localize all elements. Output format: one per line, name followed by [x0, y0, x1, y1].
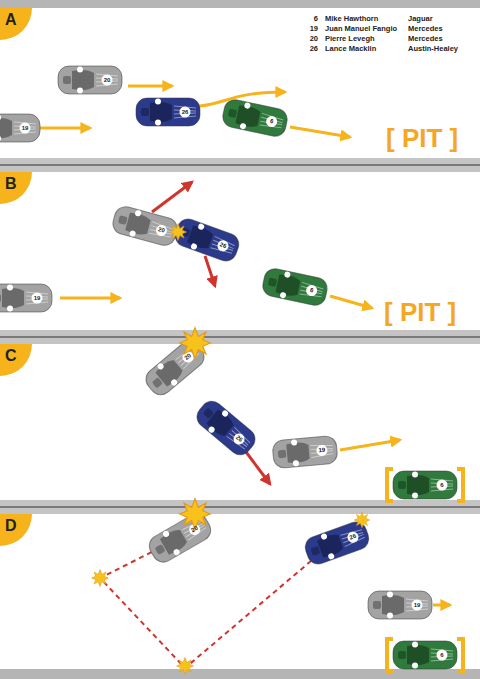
panel-letter: D: [5, 517, 17, 535]
car-number: 20: [190, 525, 199, 534]
pit-label: [ PIT ]: [386, 124, 458, 152]
car-number: 6: [309, 287, 314, 295]
panel-letter: C: [5, 347, 17, 365]
legend-cell: Mercedes: [408, 34, 443, 43]
car-number: 19: [22, 125, 29, 132]
car-number: 26: [349, 533, 358, 542]
legend-cell: Jaguar: [408, 14, 433, 23]
car-number: 26: [234, 434, 244, 444]
car-number: 20: [183, 352, 193, 362]
legend-cell: Austin-Healey: [408, 44, 458, 53]
panel-badge: D: [0, 514, 32, 546]
car-number: 20: [157, 226, 165, 234]
car-number: 6: [440, 482, 443, 489]
panel-letter: A: [5, 11, 17, 29]
panel-badge: A: [0, 8, 32, 40]
legend-cell: Mike Hawthorn: [325, 14, 378, 23]
legend-cell: Pierre Levegh: [325, 34, 375, 43]
legend-cell: 19: [310, 24, 318, 33]
car-number: 26: [219, 241, 228, 250]
panel-letter: B: [5, 175, 17, 193]
car-number: 19: [34, 295, 41, 302]
legend-cell: Juan Manuel Fangio: [325, 24, 397, 33]
car-number: 6: [269, 118, 274, 126]
pit-label: [ PIT ]: [384, 298, 456, 326]
legend-cell: 6: [314, 14, 318, 23]
panel-badge: B: [0, 172, 32, 204]
legend-cell: Lance Macklin: [325, 44, 376, 53]
car-number: 26: [182, 109, 189, 116]
car-number: 19: [318, 447, 325, 455]
car-number: 19: [414, 602, 421, 609]
car-number: 20: [104, 77, 111, 84]
car-number: 6: [440, 652, 443, 659]
panel-badge: C: [0, 344, 32, 376]
legend-cell: Mercedes: [408, 24, 443, 33]
legend-cell: 20: [310, 34, 318, 43]
legend-cell: 26: [310, 44, 318, 53]
